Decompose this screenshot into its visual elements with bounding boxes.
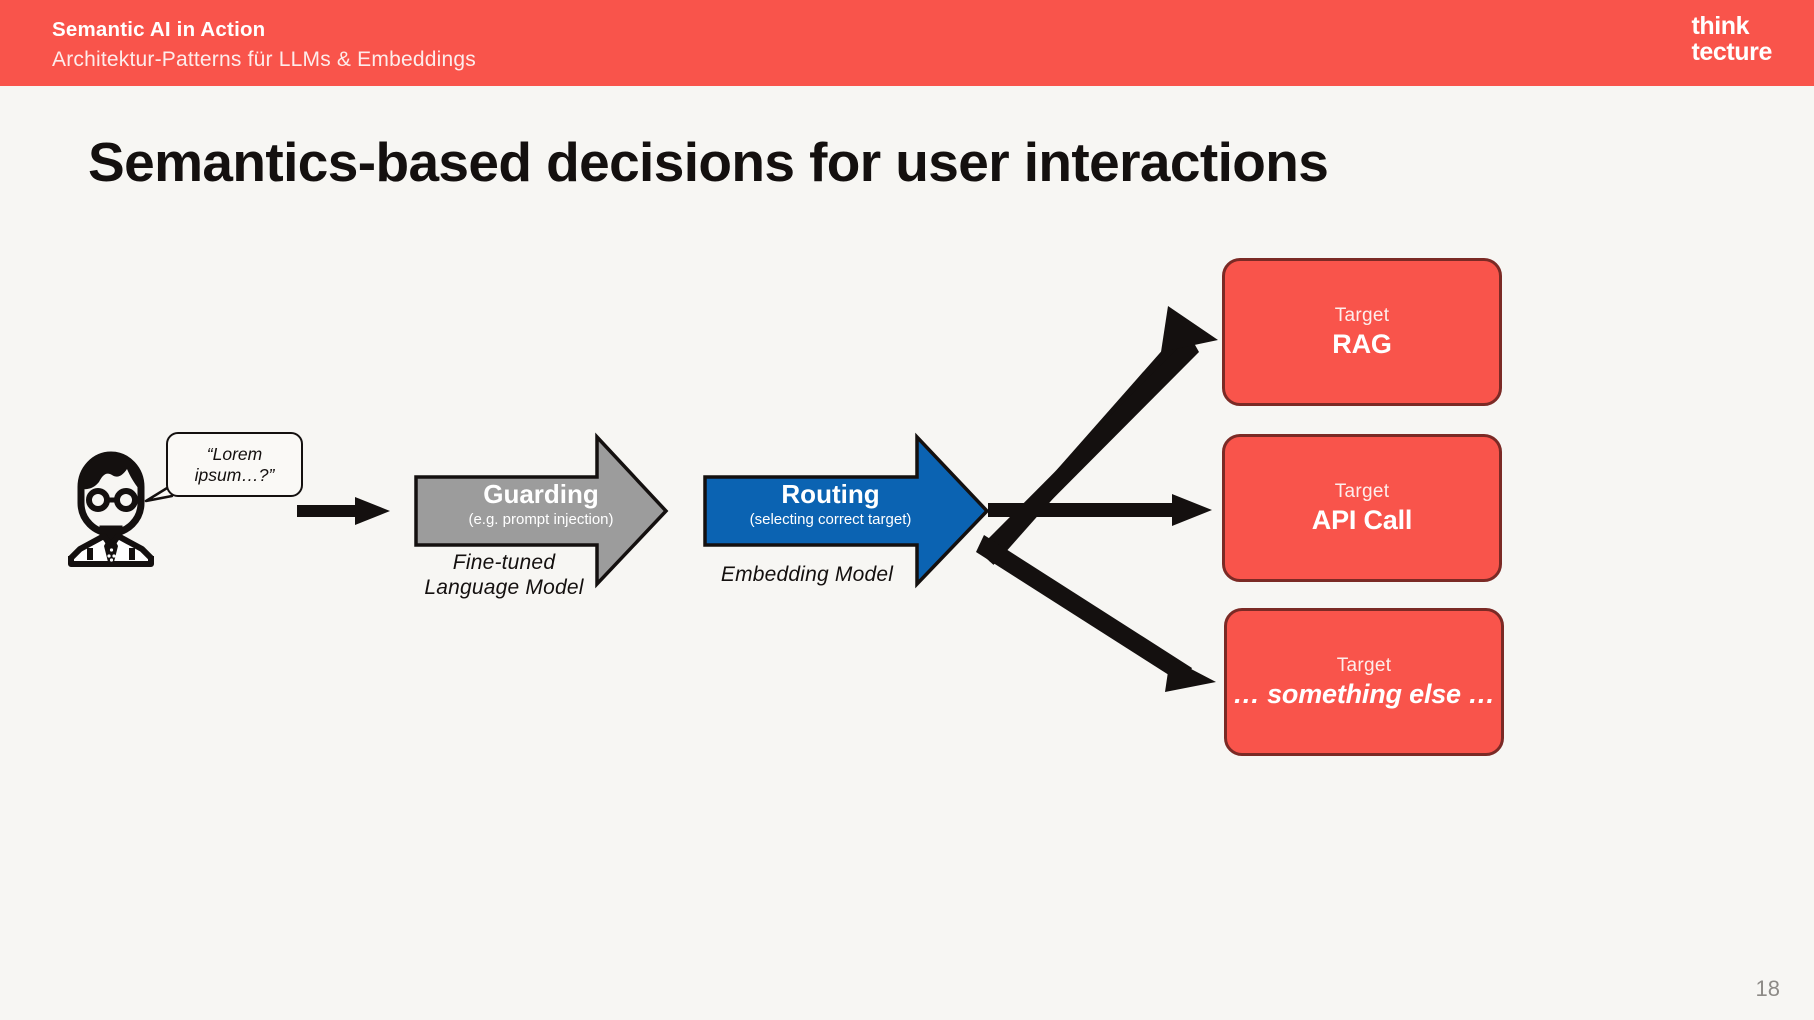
target-name: RAG bbox=[1332, 328, 1392, 359]
page-number: 18 bbox=[1755, 976, 1780, 1001]
target-name: API Call bbox=[1311, 504, 1413, 535]
header-title: Semantic AI in Action bbox=[52, 18, 266, 41]
connector-routing-to-targets bbox=[976, 306, 1218, 692]
routing-title: Routing bbox=[781, 479, 880, 509]
routing-stage-label: Routing (selecting correct target) bbox=[705, 478, 956, 530]
target-kicker: Target bbox=[1336, 654, 1392, 676]
logo-line-1: think bbox=[1691, 12, 1750, 40]
person-with-glasses-icon bbox=[68, 451, 154, 567]
routing-model-caption: Embedding Model bbox=[707, 562, 907, 587]
slide-header: Semantic AI in Action Architektur-Patter… bbox=[0, 0, 1814, 86]
connector-user-to-guarding bbox=[297, 497, 390, 525]
speech-bubble-text: “Lorem ipsum…?” bbox=[194, 443, 275, 485]
routing-subtitle: (selecting correct target) bbox=[749, 511, 912, 528]
target-box-something-else[interactable]: Target … something else … bbox=[1224, 608, 1504, 756]
guarding-stage-label: Guarding (e.g. prompt injection) bbox=[416, 478, 666, 530]
header-title-group: Semantic AI in Action Architektur-Patter… bbox=[52, 15, 476, 75]
target-kicker: Target bbox=[1334, 480, 1390, 502]
page-title: Semantics-based decisions for user inter… bbox=[88, 131, 1329, 193]
thinktecture-logo: think tecture bbox=[1691, 12, 1772, 66]
guarding-caption-line-1: Fine-tuned bbox=[452, 551, 556, 574]
guarding-title: Guarding bbox=[483, 479, 599, 509]
target-kicker: Target bbox=[1334, 304, 1390, 326]
guarding-block-arrow bbox=[414, 432, 669, 589]
header-subtitle: Architektur-Patterns für LLMs & Embeddin… bbox=[52, 48, 476, 71]
guarding-caption-line-2: Language Model bbox=[424, 576, 584, 599]
target-box-api-call[interactable]: Target API Call bbox=[1222, 434, 1502, 582]
guarding-model-caption: Fine-tuned Language Model bbox=[404, 550, 604, 600]
target-box-rag[interactable]: Target RAG bbox=[1222, 258, 1502, 406]
guarding-subtitle: (e.g. prompt injection) bbox=[468, 511, 614, 528]
user-speech-bubble: “Lorem ipsum…?” bbox=[166, 432, 303, 497]
routing-block-arrow bbox=[703, 432, 990, 589]
logo-line-2: tecture bbox=[1691, 37, 1772, 66]
routing-caption-line-1: Embedding Model bbox=[720, 563, 894, 586]
target-name: … something else … bbox=[1233, 678, 1495, 709]
